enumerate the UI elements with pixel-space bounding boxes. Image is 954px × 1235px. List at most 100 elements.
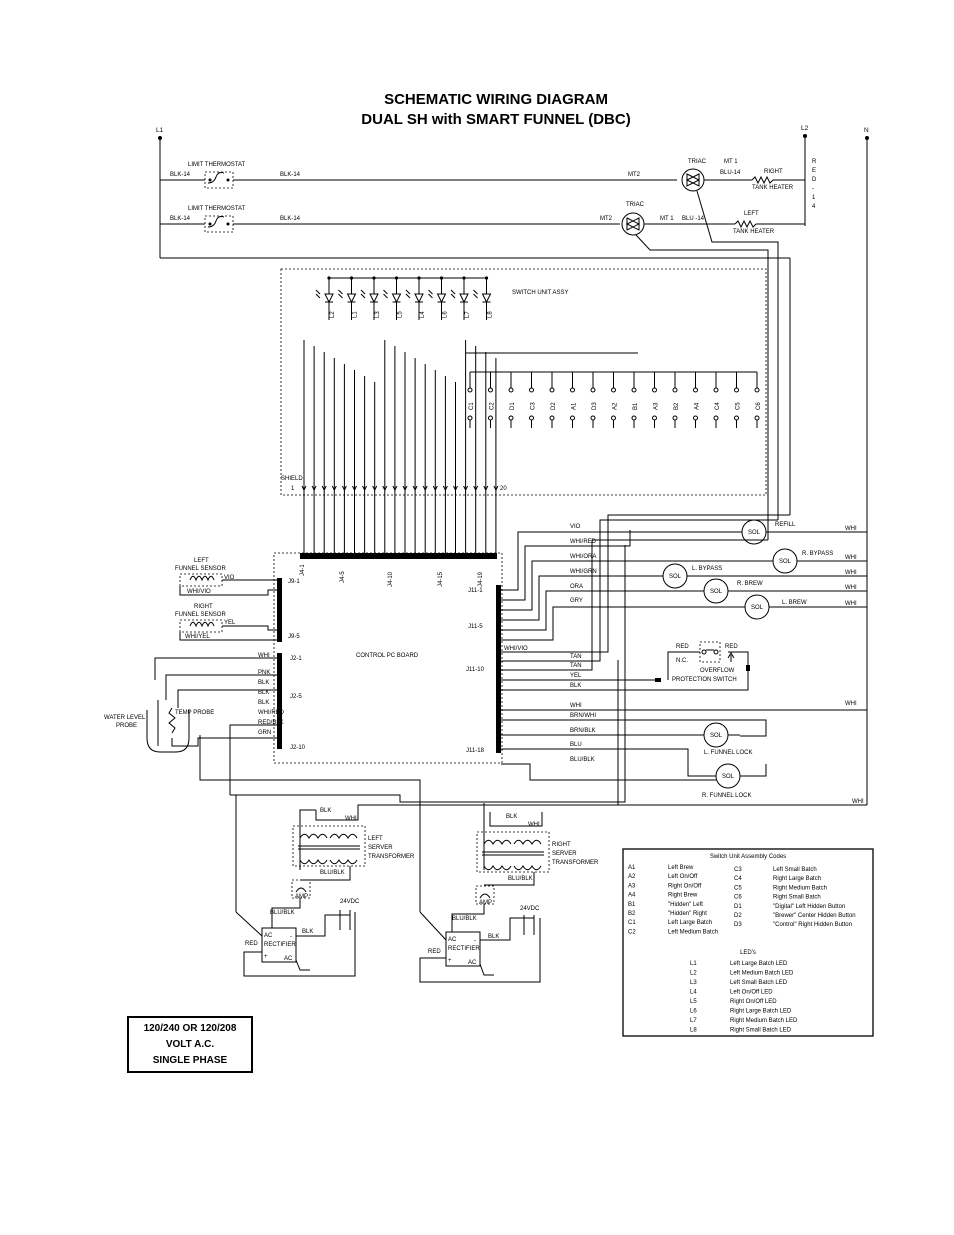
left-funnel-l1: LEFT: [194, 558, 209, 564]
pin20-label: 20: [500, 486, 507, 492]
led-desc: Right Medium Batch LED: [730, 1018, 798, 1024]
water-level-l2: PROBE: [116, 723, 137, 729]
heater-circuits: LIMIT THERMOSTAT BLK-14 BLK-14 MT2 TRIAC…: [160, 159, 805, 540]
svg-text:SOL: SOL: [779, 559, 792, 565]
led-key: L6: [690, 1009, 697, 1015]
svg-text:TRANSFORMER: TRANSFORMER: [552, 860, 599, 866]
svg-text:WHI: WHI: [845, 526, 857, 532]
switch-icon: A2: [611, 372, 619, 428]
switch-label: C1: [469, 402, 475, 410]
code-key: B1: [628, 902, 636, 908]
switch-label: D3: [592, 402, 598, 410]
svg-text:WHI: WHI: [345, 816, 357, 822]
svg-text:SOL: SOL: [751, 605, 764, 611]
tank-heater-label-2: TANK HEATER: [733, 229, 775, 235]
svg-text:AC: AC: [468, 960, 477, 966]
r-brew-label: R. BREW: [737, 581, 763, 587]
left-transformer-icon: [292, 825, 366, 867]
code-key: A3: [628, 883, 636, 889]
left-sensor-whi-vio: WHI/VIO: [187, 589, 211, 595]
j11-10-label: J11-10: [466, 667, 485, 673]
led-desc: Right Large Batch LED: [730, 1009, 792, 1015]
led-icon: L6: [428, 276, 449, 320]
mt1-label-2: MT 1: [660, 216, 674, 222]
switch-label: C3: [531, 402, 537, 410]
svg-text:BLU/BLK: BLU/BLK: [270, 910, 295, 916]
code-desc: "Hidden" Left: [668, 902, 703, 908]
switch-icon: D2: [549, 372, 557, 428]
svg-text:WHI: WHI: [845, 555, 857, 561]
svg-text:24VDC: 24VDC: [520, 906, 540, 912]
control-pc-board: CONTROL PC BOARD J4-1 J4-5 J4-10 J4-15 J…: [273, 552, 503, 764]
led-icon: L2: [315, 276, 336, 320]
svg-text:AMP: AMP: [295, 894, 308, 900]
code-desc: "Hidden" Right: [668, 911, 707, 917]
left-heater-icon: [734, 219, 757, 229]
svg-text:WHI: WHI: [845, 570, 857, 576]
code-key: C2: [628, 929, 636, 935]
whi-ora-label: WHI/ORA: [570, 554, 596, 560]
svg-text:WHI: WHI: [845, 601, 857, 607]
svg-text:D: D: [812, 177, 817, 183]
left-amp-icon: [291, 879, 311, 899]
gry-label: GRY: [570, 598, 583, 604]
led-label: L5: [398, 311, 404, 318]
svg-text:WHI: WHI: [528, 822, 540, 828]
blk14-label-2: BLK-14: [280, 172, 301, 178]
switch-icon: A3: [652, 372, 660, 428]
j2-wire-label: RED/BLK: [258, 720, 284, 726]
code-key: C6: [734, 895, 742, 901]
brn-whi-label: BRN/WHI: [570, 713, 596, 719]
switch-label: A1: [572, 402, 578, 410]
switch-icon: D1: [508, 372, 516, 428]
svg-text:AMP: AMP: [479, 900, 492, 906]
water-tank-icon: [146, 710, 190, 753]
l2-label: L2: [801, 125, 809, 132]
code-desc: Left On/Off: [668, 874, 698, 880]
j11-18-label: J11-18: [466, 748, 485, 754]
switch-icon: C6: [754, 372, 762, 428]
j4-10-label: J4-10: [388, 571, 394, 587]
blk14-label-1: BLK-14: [170, 172, 191, 178]
svg-text:AC: AC: [264, 933, 273, 939]
svg-text:LEFT: LEFT: [368, 836, 383, 842]
code-key: D1: [734, 904, 742, 910]
switch-label: B2: [674, 402, 680, 410]
l-bypass-label: L. BYPASS: [692, 566, 722, 572]
triac-label-2: TRIAC: [626, 202, 645, 208]
code-desc: Left Brew: [668, 865, 694, 871]
switch-label: C5: [736, 402, 742, 410]
svg-text:1: 1: [812, 195, 816, 201]
left-transformer: BLK WHI LEFT SERVER TRANSFORMER BLU/BLK …: [235, 795, 625, 977]
triac-label-1: TRIAC: [688, 159, 707, 165]
j11-5-label: J11-5: [468, 624, 483, 630]
svg-text:-: -: [290, 934, 292, 940]
blk-label: BLK: [570, 683, 581, 689]
blk14-label-4: BLK-14: [280, 216, 301, 222]
led-icon: L1: [338, 276, 359, 320]
water-level-l1: WATER LEVEL: [104, 715, 146, 721]
voltage-line3: SINGLE PHASE: [153, 1055, 228, 1066]
vio-wire-label: VIO: [570, 524, 581, 530]
overflow-label: OVERFLOW: [700, 668, 735, 674]
led-key: L5: [690, 999, 697, 1005]
leds-title: LED's: [740, 950, 756, 956]
brn-blk-label: BRN/BLK: [570, 728, 596, 734]
j2-5-label: J2-5: [290, 694, 302, 700]
led-label: L6: [443, 311, 449, 318]
switch-icon: C5: [734, 372, 742, 428]
left-funnel-sensor-icon: [189, 575, 215, 582]
refill-label: REFILL: [775, 522, 796, 528]
svg-text:BLK: BLK: [488, 934, 499, 940]
l-funnel-lock-label: L. FUNNEL LOCK: [704, 750, 752, 756]
temp-probe-label: TEMP PROBE: [175, 710, 214, 716]
code-key: A1: [628, 865, 636, 871]
switch-label: C2: [490, 402, 496, 410]
diagram-title-line1: SCHEMATIC WIRING DIAGRAM: [384, 91, 608, 108]
power-rails: L1 L2 N R E D - 1 4: [156, 125, 869, 805]
code-key: C4: [734, 876, 742, 882]
tan1-label: TAN: [570, 654, 582, 660]
led-desc: Right On/Off LED: [730, 999, 777, 1005]
switch-label: A4: [695, 402, 701, 410]
